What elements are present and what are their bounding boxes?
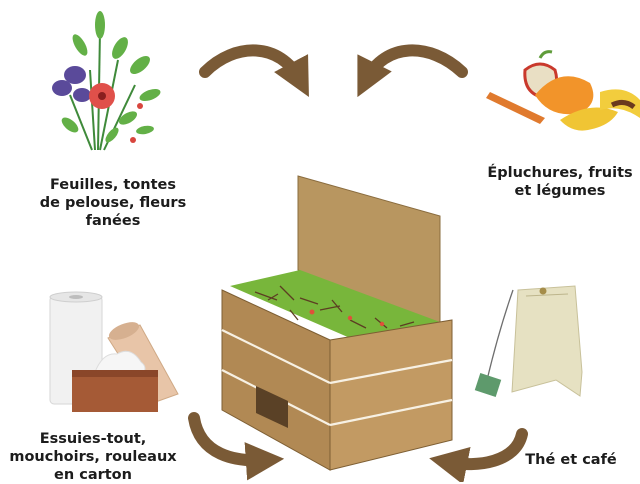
tea-bag-icon (475, 286, 582, 397)
leaves-label: Feuilles, tontes de pelouse, fleurs fané… (38, 176, 188, 230)
paper-towel-tissue-icon (50, 292, 178, 412)
tea-label: Thé et café (512, 451, 630, 469)
vegetable-peels-icon (486, 52, 640, 131)
compost-bin-icon (222, 176, 452, 470)
paper-label: Essuies-tout, mouchoirs, rouleaux en car… (8, 430, 178, 484)
peels-label: Épluchures, fruits et légumes (480, 164, 640, 200)
flower-bouquet-icon (52, 11, 162, 150)
